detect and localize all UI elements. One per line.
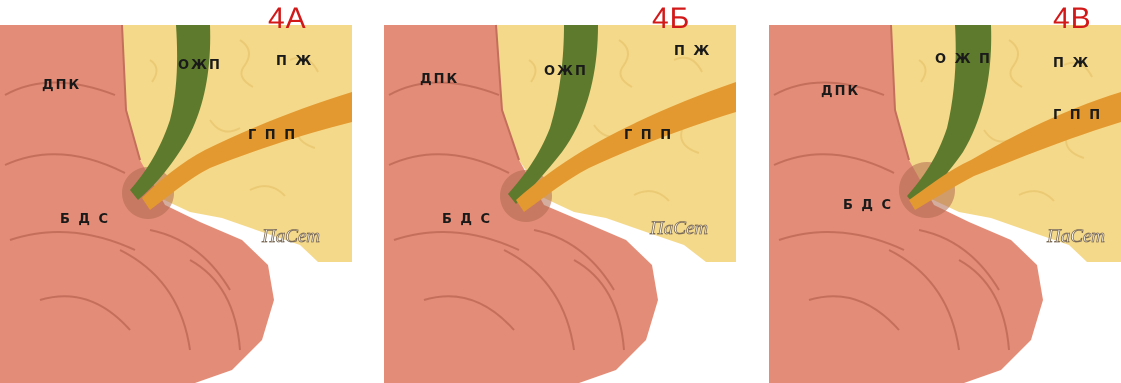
- papilla-label: Б Д С: [843, 198, 893, 213]
- pancreas-label: П Ж: [276, 54, 313, 69]
- variant-label: 4В: [1053, 2, 1092, 36]
- duodenum-label: ДПК: [420, 72, 459, 87]
- variant-label: 4А: [268, 2, 307, 36]
- duodenum-label: ДПК: [42, 78, 81, 93]
- variant-label: 4Б: [652, 2, 690, 36]
- diagram-panel-4a: 4А ДПК ОЖП П Ж Г П П Б Д С ПаСет: [0, 0, 352, 383]
- signature-logo: ПаСет: [650, 218, 708, 240]
- duodenum-label: ДПК: [821, 84, 860, 99]
- signature-logo: ПаСет: [1047, 226, 1105, 248]
- common-bile-duct-label: ОЖП: [544, 64, 588, 79]
- common-bile-duct-label: О Ж П: [935, 52, 992, 67]
- pancreas-label: П Ж: [674, 44, 711, 59]
- pancreas-label: П Ж: [1053, 56, 1090, 71]
- common-bile-duct-label: ОЖП: [178, 58, 222, 73]
- main-pancreatic-duct-label: Г П П: [624, 128, 673, 143]
- papilla-label: Б Д С: [442, 212, 492, 227]
- diagram-panel-4b: 4Б ДПК ОЖП П Ж Г П П Б Д С ПаСет: [384, 0, 736, 383]
- main-pancreatic-duct-label: Г П П: [248, 128, 297, 143]
- diagram-panel-4v: 4В ДПК О Ж П П Ж Г П П Б Д С ПаСет: [769, 0, 1121, 383]
- papilla-label: Б Д С: [60, 212, 110, 227]
- main-pancreatic-duct-label: Г П П: [1053, 108, 1102, 123]
- signature-logo: ПаСет: [262, 226, 320, 248]
